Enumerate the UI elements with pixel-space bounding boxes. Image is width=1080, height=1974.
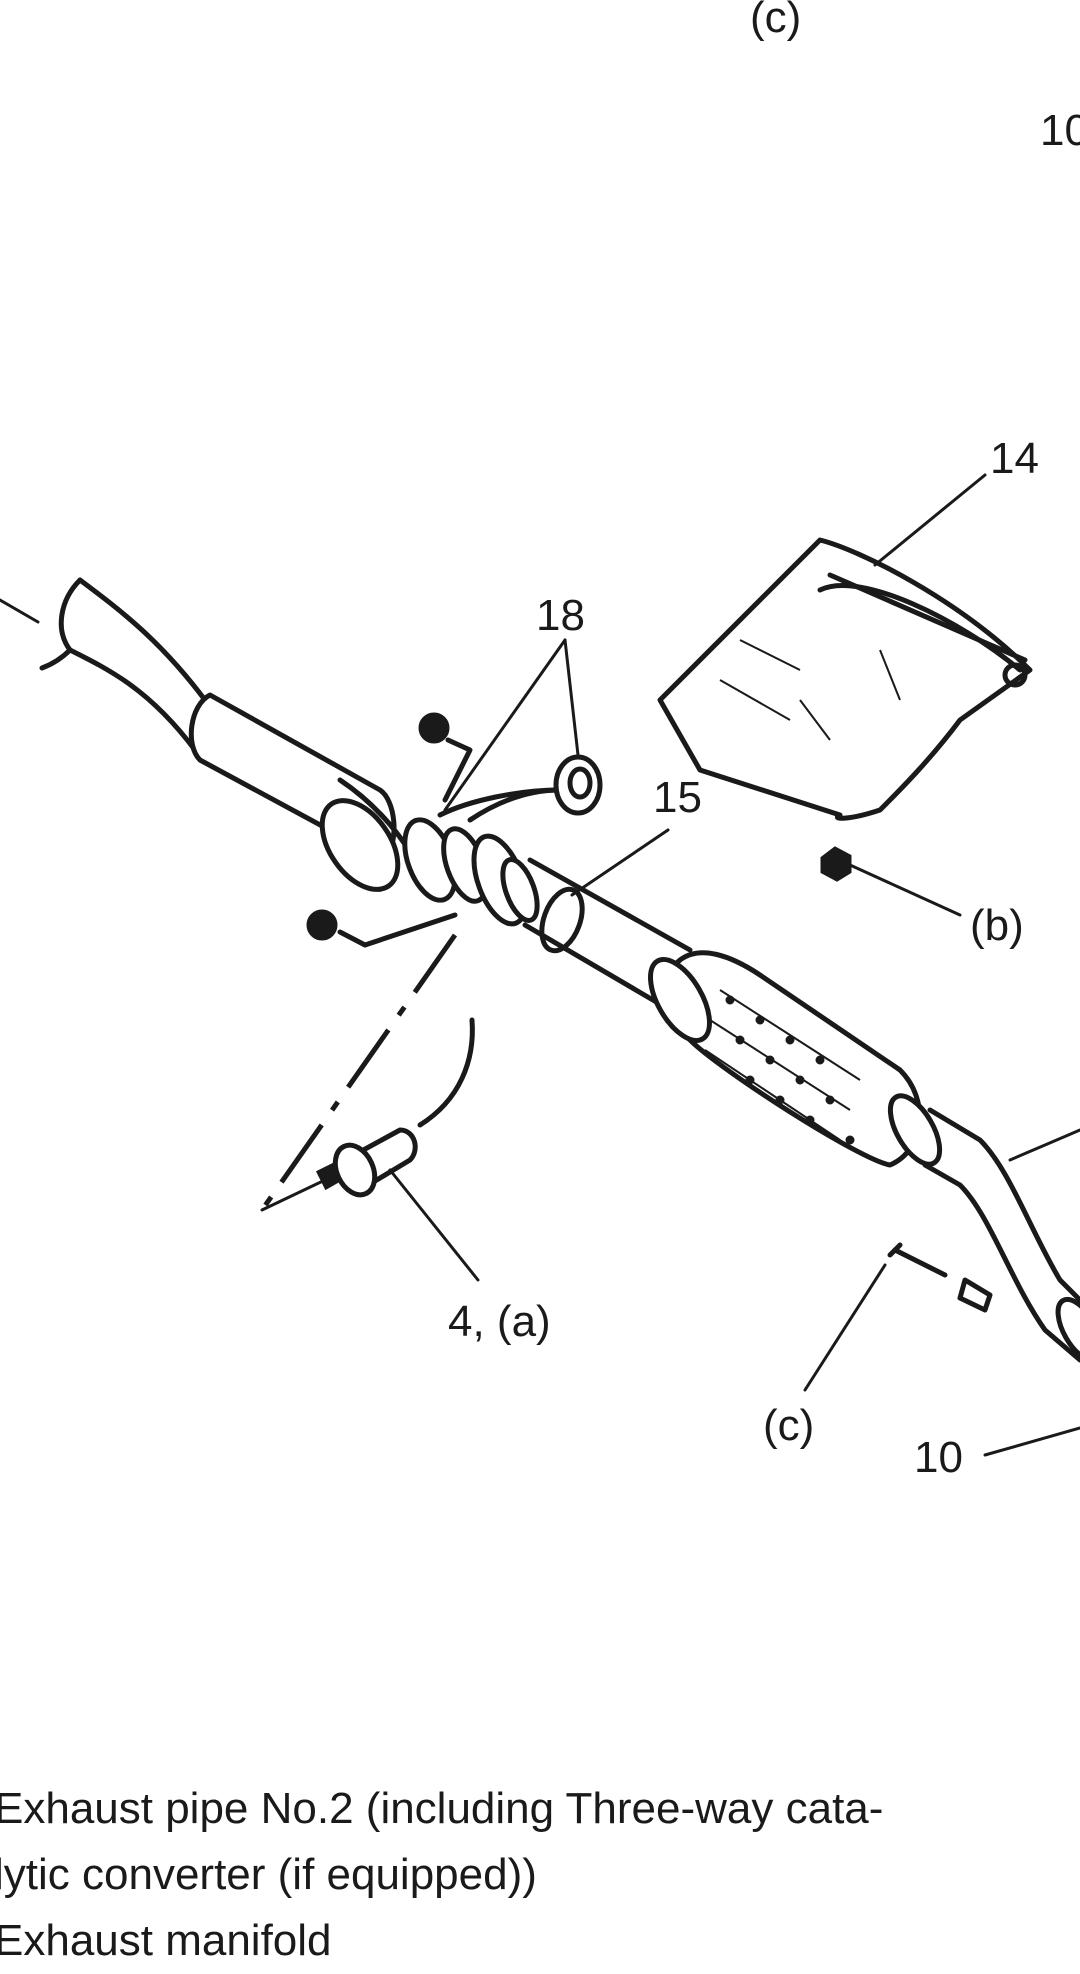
exhaust-pipe-left <box>0 577 423 892</box>
label-10-top: 10 <box>1040 106 1080 155</box>
caption-line-1: Exhaust pipe No.2 (including Three-way c… <box>0 1784 884 1833</box>
caption-line-3: Exhaust manifold <box>0 1916 332 1965</box>
leader-lines <box>388 473 1080 1457</box>
label-10-bottom: 10 <box>914 1433 963 1482</box>
exhaust-system-diagram: (c) 10 <box>0 0 1080 1482</box>
catalytic-converter <box>648 950 923 1168</box>
parts-caption: Exhaust pipe No.2 (including Three-way c… <box>0 1776 1080 1974</box>
label-18: 18 <box>536 591 585 640</box>
caption-line-2: lytic converter (if equipped)) <box>0 1850 537 1899</box>
bolt-c <box>887 1242 993 1313</box>
oxygen-sensor-4 <box>259 933 475 1212</box>
exhaust-pipe-center <box>522 857 693 1013</box>
gasket-15 <box>539 886 585 954</box>
label-15: 15 <box>653 773 702 822</box>
label-c-top: (c) <box>750 0 801 42</box>
exhaust-pipe-right <box>887 1093 1080 1364</box>
flange-assembly-18 <box>306 712 603 948</box>
label-b: (b) <box>970 901 1024 950</box>
label-14: 14 <box>990 434 1039 483</box>
label-4-a: 4, (a) <box>448 1297 551 1346</box>
label-c-bottom: (c) <box>763 1401 814 1450</box>
heat-shield-14 <box>657 537 1033 882</box>
